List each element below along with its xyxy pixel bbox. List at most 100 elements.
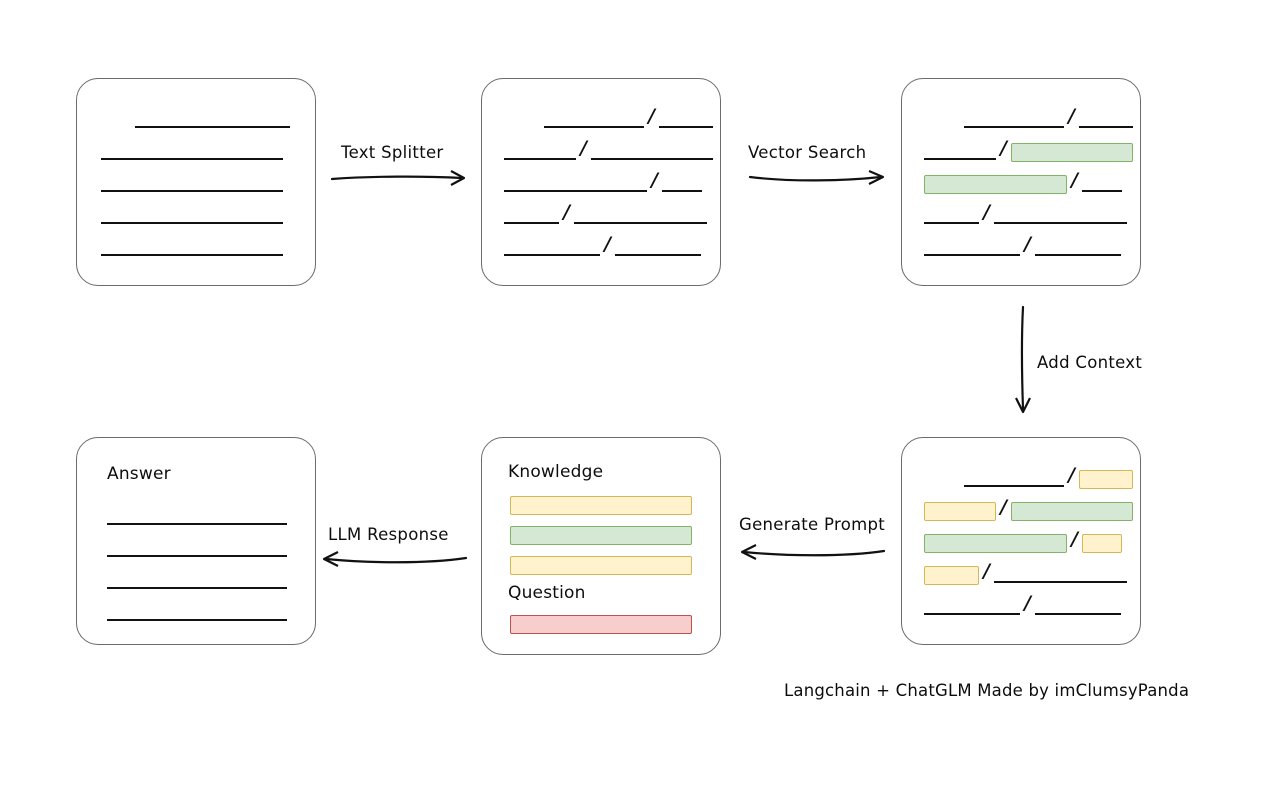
arrow-text-splitter bbox=[330, 170, 466, 186]
text-line-segment bbox=[1034, 241, 1121, 256]
slash-separator: / bbox=[1024, 592, 1031, 614]
node-answer[interactable]: Answer bbox=[76, 437, 316, 645]
document-line: / bbox=[924, 528, 1122, 554]
slash-separator: / bbox=[983, 201, 990, 223]
document-line: / bbox=[504, 233, 701, 259]
text-line-segment bbox=[107, 510, 287, 525]
knowledge-bar-3 bbox=[510, 556, 692, 575]
document-line: / bbox=[924, 137, 1133, 163]
text-line-segment bbox=[544, 113, 644, 128]
edge-label-llm-response: LLM Response bbox=[328, 525, 449, 544]
answer-heading: Answer bbox=[107, 464, 171, 484]
text-line-segment bbox=[107, 542, 287, 557]
text-line-segment bbox=[1034, 600, 1121, 615]
slash-separator: / bbox=[1024, 233, 1031, 255]
text-line-segment bbox=[993, 209, 1127, 224]
document-line bbox=[107, 570, 287, 592]
document-line bbox=[107, 602, 287, 624]
text-line-segment bbox=[993, 568, 1127, 583]
slash-separator: / bbox=[604, 233, 611, 255]
document-line: / bbox=[544, 105, 713, 131]
document-line: / bbox=[964, 464, 1133, 490]
text-line-segment bbox=[1081, 177, 1122, 192]
slash-separator: / bbox=[1071, 528, 1078, 550]
document-line: / bbox=[924, 201, 1127, 227]
text-line-segment bbox=[924, 145, 996, 160]
document-line: / bbox=[504, 137, 713, 163]
edge-label-vector-search: Vector Search bbox=[748, 143, 867, 162]
text-line-segment bbox=[964, 113, 1064, 128]
highlight-chip-yellow bbox=[924, 501, 996, 521]
slash-separator: / bbox=[580, 137, 587, 159]
document-line: / bbox=[504, 201, 707, 227]
document-line bbox=[101, 141, 283, 163]
node-split-chunks[interactable]: / / / / / bbox=[481, 78, 721, 286]
text-line-segment bbox=[504, 241, 600, 256]
document-line: / bbox=[924, 592, 1121, 618]
document-line bbox=[101, 237, 283, 259]
text-line-segment bbox=[101, 145, 283, 160]
arrow-vector-search bbox=[748, 169, 885, 185]
text-line-segment bbox=[1078, 113, 1133, 128]
slash-separator: / bbox=[651, 169, 658, 191]
knowledge-bar-1 bbox=[510, 496, 692, 515]
text-line-segment bbox=[135, 113, 290, 128]
edge-label-add-context: Add Context bbox=[1037, 353, 1143, 372]
text-line-segment bbox=[924, 241, 1020, 256]
highlight-chip-green bbox=[924, 533, 1067, 553]
edge-label-generate-prompt: Generate Prompt bbox=[739, 515, 885, 534]
slash-separator: / bbox=[648, 105, 655, 127]
text-line-segment bbox=[573, 209, 707, 224]
footer-credit: Langchain + ChatGLM Made by imClumsyPand… bbox=[784, 681, 1190, 700]
slash-separator: / bbox=[1000, 137, 1007, 159]
slash-separator: / bbox=[1000, 496, 1007, 518]
text-line-segment bbox=[107, 574, 287, 589]
node-context-added[interactable]: / / / / / bbox=[901, 437, 1141, 645]
text-line-segment bbox=[504, 177, 647, 192]
arrow-generate-prompt bbox=[740, 544, 886, 560]
document-line bbox=[135, 109, 290, 131]
document-line: / bbox=[964, 107, 1133, 131]
text-line-segment bbox=[504, 145, 576, 160]
text-line-segment bbox=[101, 241, 283, 256]
question-bar-1 bbox=[510, 615, 692, 634]
knowledge-heading: Knowledge bbox=[508, 462, 604, 482]
text-line-segment bbox=[924, 209, 979, 224]
knowledge-bar-2 bbox=[510, 526, 692, 545]
text-line-segment bbox=[661, 177, 702, 192]
document-line bbox=[101, 205, 283, 227]
document-line bbox=[107, 538, 287, 560]
question-heading: Question bbox=[508, 583, 586, 603]
text-line-segment bbox=[924, 600, 1020, 615]
highlight-chip-yellow bbox=[924, 565, 979, 585]
text-line-segment bbox=[658, 113, 713, 128]
text-line-segment bbox=[107, 606, 287, 621]
node-vector-matches[interactable]: / / / / / bbox=[901, 78, 1141, 286]
highlight-chip-green bbox=[1010, 142, 1133, 162]
slash-separator: / bbox=[563, 201, 570, 223]
text-line-segment bbox=[101, 177, 283, 192]
highlight-chip-green bbox=[924, 174, 1067, 194]
slash-separator: / bbox=[983, 560, 990, 582]
text-line-segment bbox=[614, 241, 701, 256]
text-line-segment bbox=[504, 209, 559, 224]
document-line: / bbox=[504, 169, 702, 195]
highlight-chip-green bbox=[1010, 501, 1133, 521]
document-line bbox=[107, 506, 287, 528]
slash-separator: / bbox=[1071, 169, 1078, 191]
text-line-segment bbox=[590, 145, 713, 160]
document-line: / bbox=[924, 169, 1122, 195]
edge-label-text-splitter: Text Splitter bbox=[341, 143, 444, 162]
highlight-chip-yellow bbox=[1081, 533, 1122, 553]
node-source-document[interactable] bbox=[76, 78, 316, 286]
text-line-segment bbox=[964, 472, 1064, 487]
text-line-segment bbox=[101, 209, 283, 224]
slash-separator: / bbox=[1068, 464, 1075, 486]
arrow-llm-response bbox=[322, 551, 468, 567]
document-line: / bbox=[924, 233, 1121, 259]
document-line bbox=[101, 173, 283, 195]
document-line: / bbox=[924, 496, 1133, 522]
document-line: / bbox=[924, 560, 1127, 586]
